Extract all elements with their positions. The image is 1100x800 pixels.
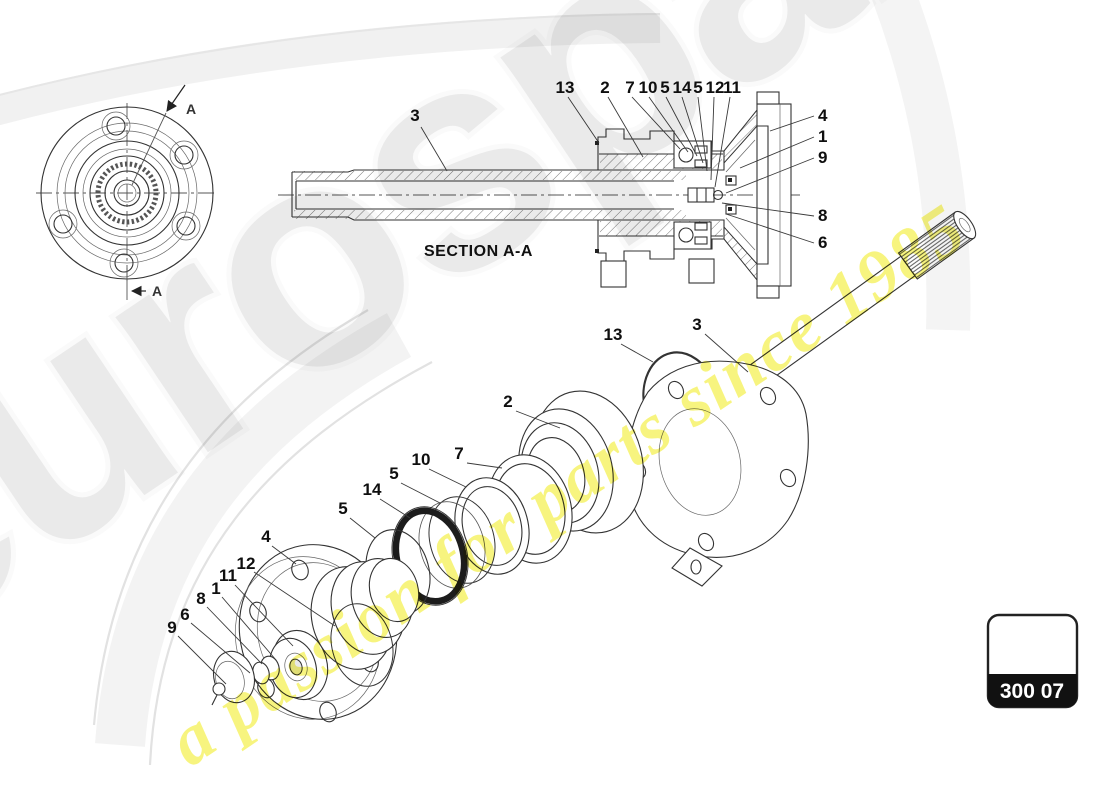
callout-14-exploded: 14 — [363, 480, 382, 499]
callout-5a-exploded: 5 — [338, 499, 347, 518]
callout-12-exploded: 12 — [237, 554, 256, 573]
callout-13-section: 13 — [556, 78, 575, 97]
spring-washer-5b — [418, 496, 496, 589]
snap-ring-groove-lower — [595, 249, 599, 253]
bolt-head — [212, 682, 226, 696]
housing-section-upper — [595, 128, 725, 171]
callout-11-section: 11 — [723, 78, 741, 97]
callout-5-section-a: 5 — [660, 78, 669, 97]
callout-7-exploded: 7 — [454, 444, 463, 463]
callout-2-section: 2 — [600, 78, 609, 97]
part-box-band — [988, 674, 1077, 707]
part-group-box: 300 07 — [986, 613, 1079, 709]
bolt-holes — [48, 111, 201, 278]
section-cut-marker-top: A — [131, 84, 196, 186]
callout-14-section: 14 — [673, 78, 692, 97]
swoosh-decoration — [0, 0, 971, 766]
snap-ring-groove-upper — [595, 141, 599, 145]
callout-3-section: 3 — [410, 106, 419, 125]
section-callouts-top: 13 2 7 10 5 14 5 12 11 — [556, 78, 741, 188]
callout-12-section: 12 — [706, 78, 725, 97]
section-view: 3 13 2 7 10 5 14 5 12 11 4 1 9 8 6 SECTI… — [278, 78, 828, 299]
callout-10-section: 10 — [639, 78, 658, 97]
cv-stub-section — [687, 175, 737, 215]
callout-9-section: 9 — [818, 148, 827, 167]
spline-ring — [95, 161, 159, 225]
callout-1-section: 1 — [818, 127, 827, 146]
callout-9-exploded: 9 — [167, 618, 176, 637]
end-view: A A — [36, 84, 218, 300]
cap-9 — [211, 650, 256, 706]
callout-13-exploded: 13 — [604, 325, 623, 344]
section-cut-marker-bottom: A — [126, 268, 162, 300]
callout-8-exploded: 8 — [196, 589, 205, 608]
callout-1-exploded: 1 — [211, 579, 220, 598]
flange-trumpet-section — [723, 91, 792, 299]
exploded-callouts: 13 3 2 7 10 5 14 5 4 12 11 1 8 — [167, 315, 749, 685]
callout-3-exploded: 3 — [692, 315, 701, 334]
callout-11-exploded: 11 — [219, 566, 237, 585]
callout-6-section: 6 — [818, 233, 827, 252]
exploded-view: 13 3 2 7 10 5 14 5 4 12 11 1 8 — [167, 210, 977, 723]
callout-10-exploded: 10 — [412, 450, 431, 469]
callout-4-section: 4 — [818, 106, 828, 125]
section-title: SECTION A-A — [424, 243, 533, 260]
callout-2-exploded: 2 — [503, 392, 512, 411]
section-letter-bottom: A — [152, 283, 162, 299]
part-group-code: 300 07 — [1000, 680, 1064, 703]
callout-7-section: 7 — [625, 78, 634, 97]
ring-12 — [330, 603, 394, 687]
callout-5b-exploded: 5 — [389, 464, 398, 483]
housing-section-lower — [595, 219, 725, 288]
callout-6-exploded: 6 — [180, 605, 189, 624]
callout-8-section: 8 — [818, 206, 827, 225]
hub-bushing — [268, 629, 329, 701]
section-letter-top: A — [186, 101, 196, 117]
callout-4-exploded: 4 — [261, 527, 271, 546]
callout-5-section-b: 5 — [693, 78, 702, 97]
axle-tube-section — [291, 169, 688, 221]
section-callouts-right: 4 1 9 8 6 — [721, 106, 828, 252]
